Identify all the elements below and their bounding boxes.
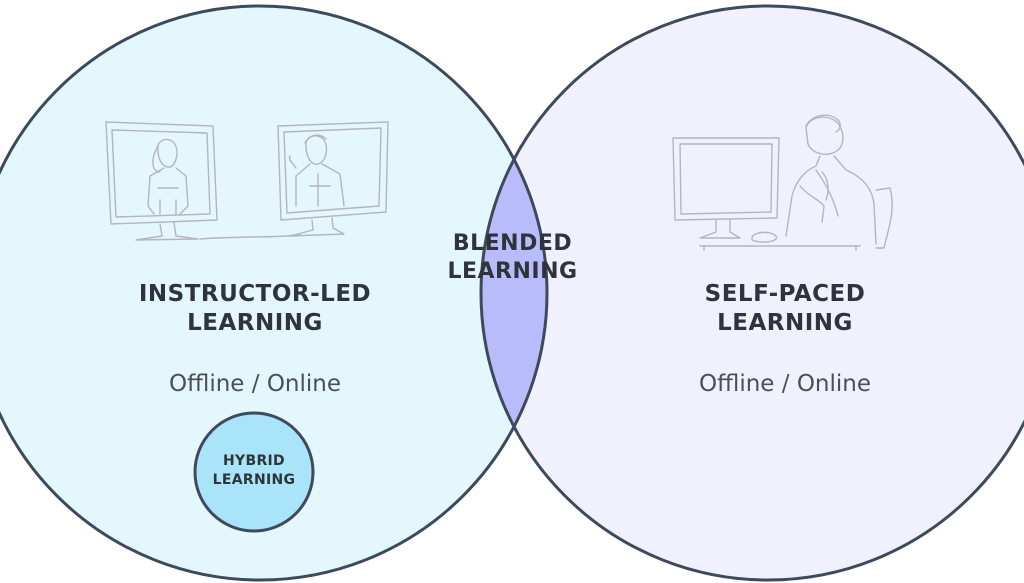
blended-title-line2: LEARNING xyxy=(447,258,578,284)
desk-learner-icon xyxy=(672,114,893,251)
video-call-icon xyxy=(105,121,389,241)
blended-title: BLENDED LEARNING xyxy=(420,230,605,285)
self-paced-subtitle: Offline / Online xyxy=(698,371,872,397)
instructor-led-title-line1: INSTRUCTOR-LED xyxy=(138,281,372,307)
self-paced-title: SELF-PACED LEARNING xyxy=(625,280,945,338)
instructor-led-circle xyxy=(0,6,547,580)
instructor-led-outline xyxy=(0,4,549,582)
self-paced-outline xyxy=(479,4,1024,582)
hybrid-circle xyxy=(193,411,315,533)
self-paced-title-line2: LEARNING xyxy=(717,309,853,336)
self-paced-circle xyxy=(481,6,1024,580)
hybrid-title-line1: HYBRID xyxy=(223,453,285,469)
instructor-led-title: INSTRUCTOR-LED LEARNING xyxy=(80,280,430,338)
blended-title-line1: BLENDED xyxy=(452,231,573,256)
hybrid-title: HYBRID LEARNING xyxy=(193,452,315,490)
hybrid-title-line2: LEARNING xyxy=(212,471,296,488)
instructor-led-title-line2: LEARNING xyxy=(187,309,323,336)
self-paced-title-line1: SELF-PACED xyxy=(704,281,866,307)
instructor-led-subtitle: Offline / Online xyxy=(168,371,342,397)
